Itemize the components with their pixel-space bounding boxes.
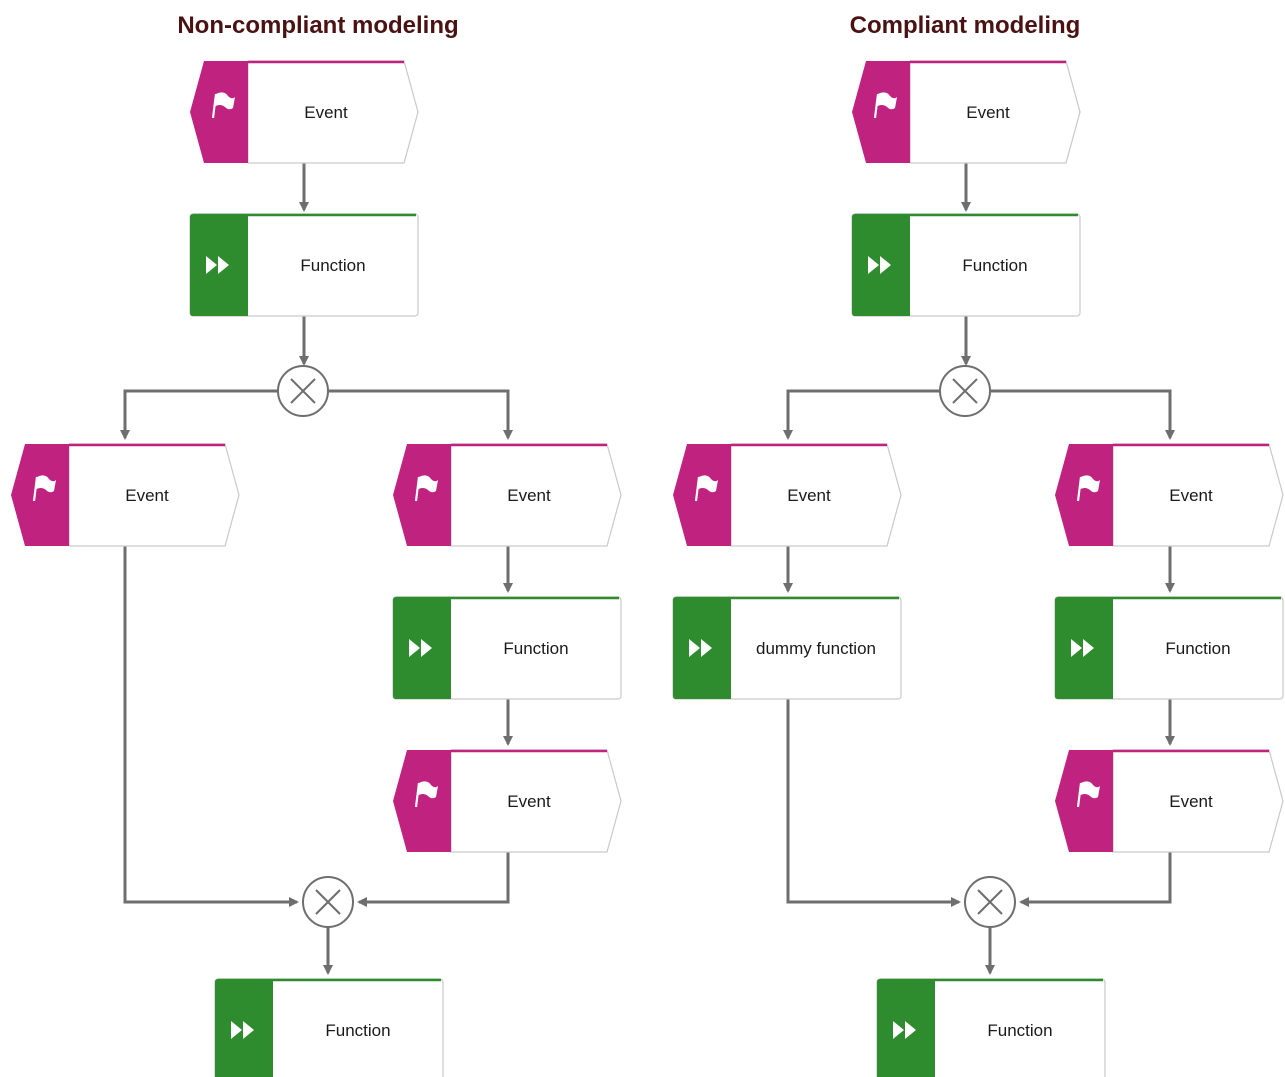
flag-icon [414,781,438,808]
connector-arrow [357,852,510,907]
xor-operator-icon [315,889,341,915]
fast-forward-icon [689,639,712,657]
event-label: Event [1169,792,1213,811]
function-node[interactable]: Function [189,213,419,317]
function-label: Function [300,256,365,275]
event-marker [1055,444,1113,546]
connector-arrow [120,389,278,440]
event-label: Event [966,103,1010,122]
function-label: Function [325,1021,390,1040]
xor-node[interactable] [277,365,329,417]
fast-forward-icon [231,1021,254,1039]
xor-operator-icon [952,378,978,404]
xor-node[interactable] [302,876,354,928]
flag-icon [211,92,235,119]
event-label: Event [304,103,348,122]
xor-operator-icon [977,889,1003,915]
event-node[interactable]: Event [852,60,1081,164]
function-node[interactable]: dummy function [672,596,902,700]
event-label: Event [1169,486,1213,505]
panel-compliant: Compliant modelingEventFunctionEventdumm… [672,12,1284,1077]
fast-forward-icon [893,1021,916,1039]
event-marker [11,444,69,546]
function-node[interactable]: Function [214,978,444,1077]
event-marker [190,61,248,163]
event-node[interactable]: Event [393,443,622,547]
connector-arrow [123,546,299,907]
event-marker [393,444,451,546]
connector-arrow [1019,852,1172,907]
event-node[interactable]: Event [1055,749,1284,853]
xor-node[interactable] [939,365,991,417]
function-node[interactable]: Function [1054,596,1284,700]
function-label: Function [1165,639,1230,658]
panel-non-compliant: Non-compliant modelingEventFunctionEvent… [11,12,622,1077]
panel-title: Non-compliant modeling [177,12,458,39]
connector-arrow [990,389,1175,440]
event-marker [852,61,910,163]
flag-icon [414,475,438,502]
event-node[interactable]: Event [1055,443,1284,547]
event-node[interactable]: Event [11,443,240,547]
event-label: Event [125,486,169,505]
flag-icon [694,475,718,502]
flag-icon [873,92,897,119]
function-node[interactable]: Function [851,213,1081,317]
fast-forward-icon [206,256,229,274]
function-label: dummy function [756,639,876,658]
fast-forward-icon [409,639,432,657]
flag-icon [1076,475,1100,502]
event-node[interactable]: Event [190,60,419,164]
connector-arrow [328,389,513,440]
xor-node[interactable] [964,876,1016,928]
event-node[interactable]: Event [393,749,622,853]
connector-arrow [783,389,940,440]
event-marker [393,750,451,852]
event-marker [1055,750,1113,852]
event-marker [673,444,731,546]
function-label: Function [503,639,568,658]
function-node[interactable]: Function [876,978,1106,1077]
connector-arrow [786,699,961,907]
flag-icon [1076,781,1100,808]
panel-title: Compliant modeling [850,12,1081,39]
event-label: Event [507,486,551,505]
function-node[interactable]: Function [392,596,622,700]
flag-icon [32,475,56,502]
fast-forward-icon [868,256,891,274]
xor-operator-icon [290,378,316,404]
function-label: Function [987,1021,1052,1040]
function-label: Function [962,256,1027,275]
fast-forward-icon [1071,639,1094,657]
event-label: Event [787,486,831,505]
event-node[interactable]: Event [673,443,902,547]
event-label: Event [507,792,551,811]
